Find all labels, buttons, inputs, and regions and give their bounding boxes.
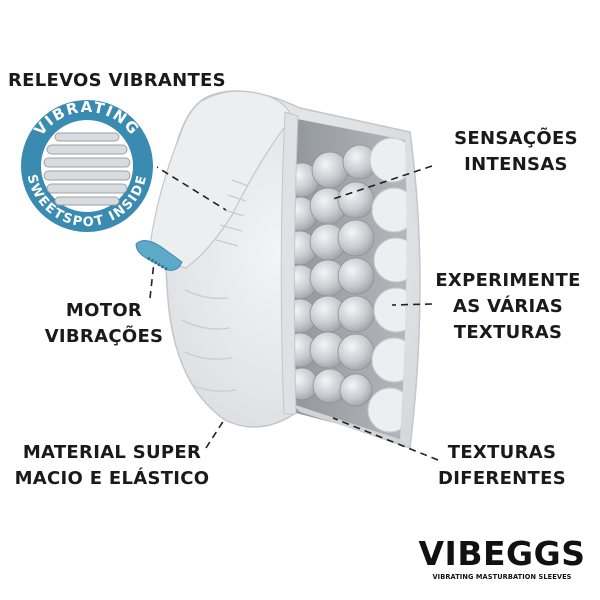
vibrator-bulge — [149, 90, 293, 269]
vibrating-sweetspot-badge: VIBRATING SWEETSPOT INSIDE — [17, 96, 157, 236]
label-texturas-line1: TEXTURAS — [447, 442, 557, 463]
label-motor-line1: MOTOR — [65, 300, 143, 321]
brand-name: VIBEGGS — [418, 534, 586, 573]
label-texturas-line2: DIFERENTES — [438, 468, 566, 489]
label-sensacoes-line2: INTENSAS — [464, 154, 568, 175]
bottom-rim — [292, 404, 408, 446]
label-experimente-texturas: EXPERIMENTE AS VÁRIAS TEXTURAS — [426, 268, 590, 346]
label-relevos-vibrantes: RELEVOS VIBRANTES — [8, 70, 226, 91]
leader-lines — [149, 163, 439, 461]
brand-tagline: VIBRATING MASTURBATION SLEEVES — [432, 573, 572, 581]
label-motor-vibracoes: MOTOR VIBRAÇÕES — [34, 298, 174, 350]
inner-cavity — [292, 118, 407, 440]
badge-ridges-icon — [43, 132, 131, 206]
brand-logo: VIBEGGS VIBRATING MASTURBATION SLEEVES — [418, 536, 586, 582]
leader-experimente — [391, 303, 433, 306]
label-texturas-diferentes: TEXTURAS DIFERENTES — [428, 440, 576, 492]
cut-face-left — [280, 111, 299, 415]
label-motor-line2: VIBRAÇÕES — [44, 326, 164, 347]
label-material-line1: MATERIAL SUPER — [22, 442, 202, 463]
inner-bumps — [292, 144, 378, 407]
label-sensacoes-line1: SENSAÇÕES — [454, 128, 578, 149]
leader-motor — [149, 261, 155, 299]
leader-material — [205, 419, 225, 449]
label-material-super: MATERIAL SUPER MACIO E ELÁSTICO — [12, 440, 212, 492]
exterior-ridges — [181, 179, 249, 392]
label-experimente-line2: AS VÁRIAS — [453, 296, 563, 317]
cut-edge-bumps — [367, 137, 407, 433]
leader-sensacoes — [329, 165, 433, 201]
label-material-line2: MACIO E ELÁSTICO — [14, 468, 210, 489]
label-experimente-line1: EXPERIMENTE — [435, 270, 581, 291]
motor-cap — [135, 240, 183, 272]
leader-texturas — [332, 417, 439, 461]
label-sensacoes-intensas: SENSAÇÕES INTENSAS — [436, 126, 596, 178]
label-experimente-line3: TEXTURAS — [453, 322, 563, 343]
leader-relevos — [151, 163, 227, 211]
